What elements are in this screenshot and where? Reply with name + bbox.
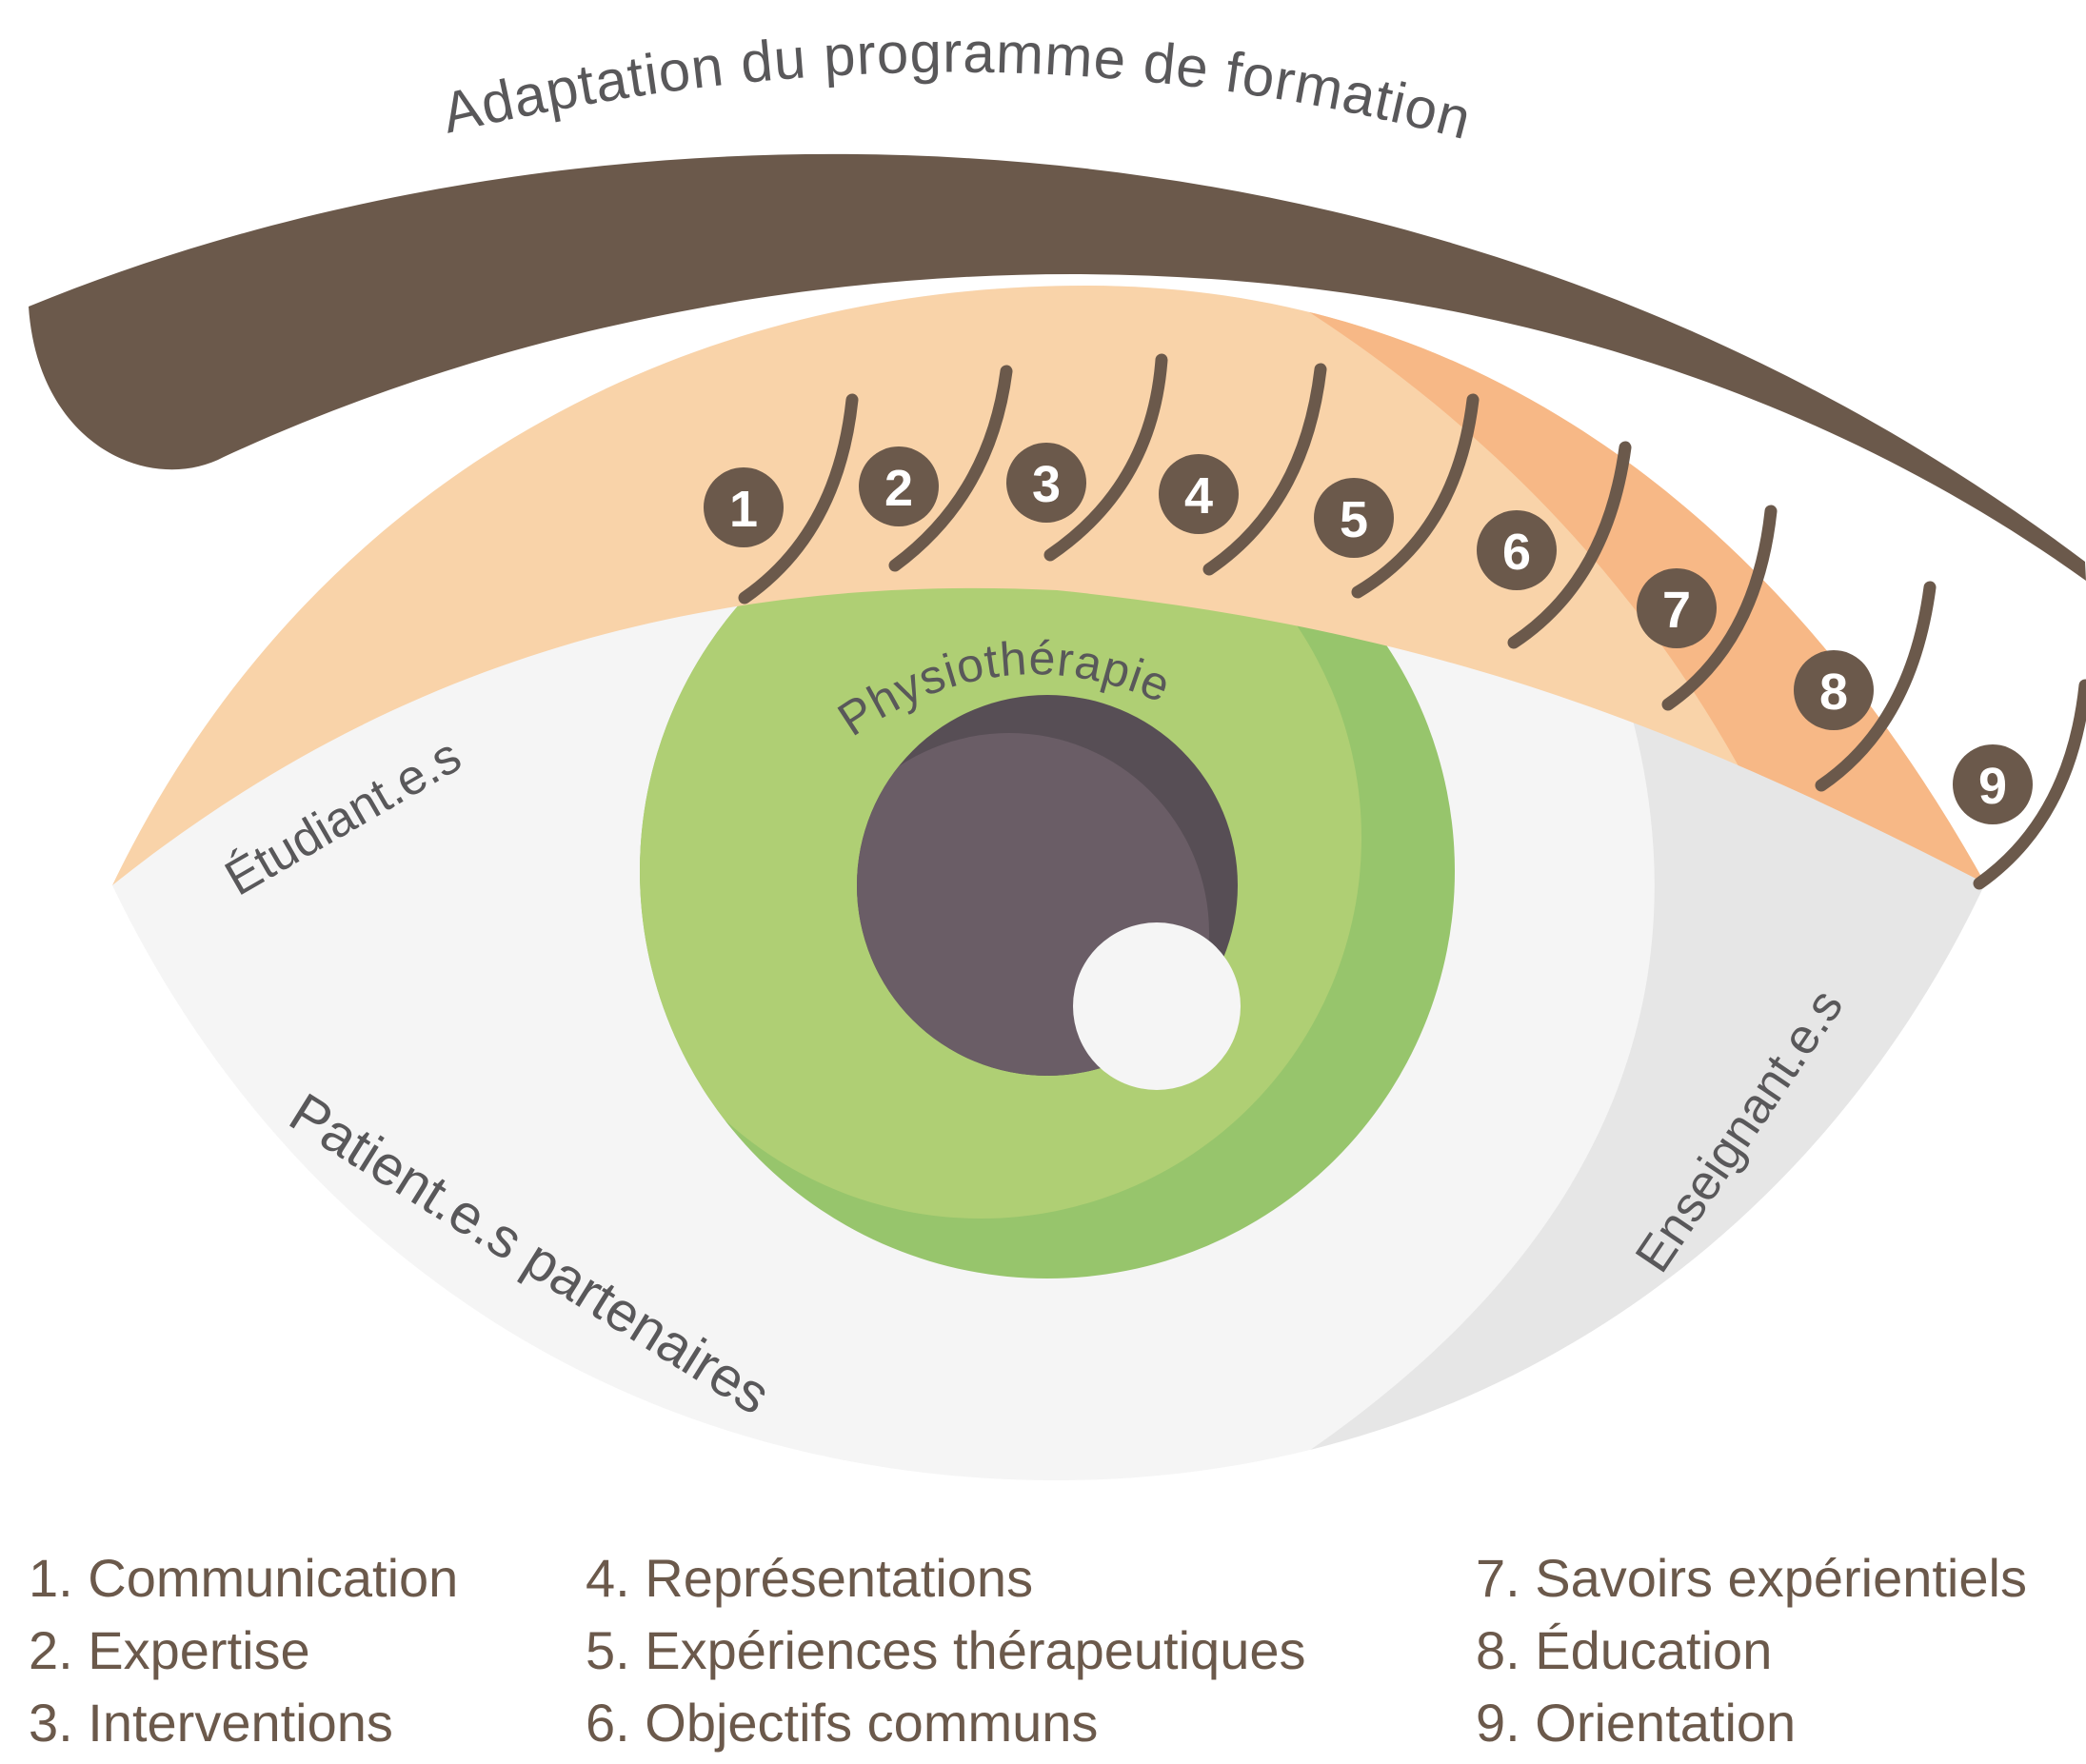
pupil-highlight xyxy=(1073,922,1241,1090)
legend-item-savoirs: 7. Savoirs expérientiels xyxy=(1476,1548,2027,1608)
lash-badge-7: 7 xyxy=(1637,568,1717,648)
lash-badge-8: 8 xyxy=(1794,650,1874,730)
lash-number-4: 4 xyxy=(1184,467,1213,525)
lash-2 xyxy=(888,365,1013,572)
legend-item-orientation: 9. Orientation xyxy=(1476,1693,1797,1753)
lash-7 xyxy=(1661,505,1778,711)
legend-item-objectives: 6. Objectifs communs xyxy=(586,1693,1099,1753)
lash-6 xyxy=(1507,441,1632,649)
legend-column-3: 7. Savoirs expérientiels 8. Éducation 9.… xyxy=(1476,1542,2027,1759)
legend-item-expertise: 2. Expertise xyxy=(29,1620,310,1680)
legend-item-representations: 4. Représentations xyxy=(586,1548,1034,1608)
eyelashes xyxy=(738,353,2086,890)
lash-badge-9: 9 xyxy=(1953,744,2033,824)
lash-badge-2: 2 xyxy=(859,446,939,526)
lash-number-3: 3 xyxy=(1032,456,1061,513)
eyebrow xyxy=(29,153,2086,581)
diagram-title-text: Adaptation du programme de formation xyxy=(436,21,1477,152)
lash-badge-1: 1 xyxy=(704,467,784,547)
legend-item-education: 8. Éducation xyxy=(1476,1620,1773,1680)
lash-4 xyxy=(1202,363,1327,576)
legend-item-interventions: 3. Interventions xyxy=(29,1693,393,1753)
legend-item-experiences: 5. Expériences thérapeutiques xyxy=(586,1620,1306,1680)
legend-item-communication: 1. Communication xyxy=(29,1548,459,1608)
lash-number-5: 5 xyxy=(1340,491,1368,548)
lash-badge-3: 3 xyxy=(1006,443,1086,523)
lash-number-1: 1 xyxy=(729,481,758,538)
lash-number-9: 9 xyxy=(1978,758,2007,815)
lash-badge-4: 4 xyxy=(1159,454,1239,534)
legend-column-1: 1. Communication 2. Expertise 3. Interve… xyxy=(29,1542,458,1759)
lash-badges: 1 2 3 4 5 6 7 8 xyxy=(704,443,2033,824)
diagram-title: Adaptation du programme de formation xyxy=(436,21,1478,152)
lash-badge-5: 5 xyxy=(1314,478,1394,558)
lash-9 xyxy=(1973,679,2086,890)
lash-8 xyxy=(1815,581,1937,792)
lash-number-8: 8 xyxy=(1819,664,1848,721)
lash-number-6: 6 xyxy=(1502,524,1531,581)
legend: 1. Communication 2. Expertise 3. Interve… xyxy=(0,1542,2086,1764)
lash-1 xyxy=(738,393,859,605)
lash-number-7: 7 xyxy=(1662,582,1691,639)
lash-number-2: 2 xyxy=(884,460,913,517)
lash-3 xyxy=(1043,353,1168,562)
lash-5 xyxy=(1351,393,1480,599)
legend-column-2: 4. Représentations 5. Expériences thérap… xyxy=(586,1542,1306,1759)
lash-badge-6: 6 xyxy=(1477,510,1557,590)
